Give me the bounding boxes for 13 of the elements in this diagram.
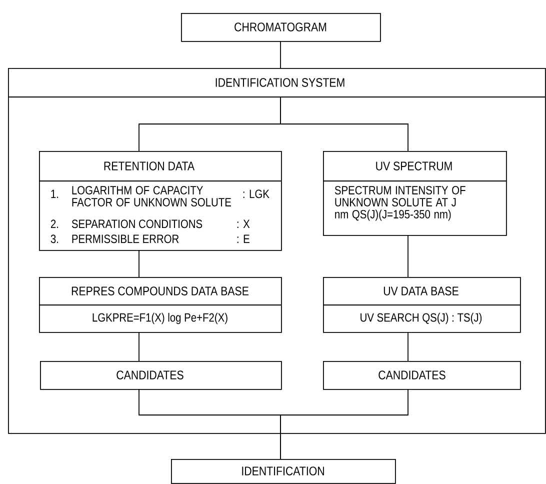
process-box: CANDIDATES [40, 361, 282, 390]
process-box: CHROMATOGRAM [181, 13, 381, 42]
process-box: IDENTIFICATION [171, 459, 396, 484]
connector-line [280, 96, 408, 152]
process-box: UV DATA BASE UV SEARCH QS(J) : TS(J) [322, 277, 521, 333]
connector-line [138, 250, 140, 278]
connector-line [280, 40, 281, 68]
process-box: UV SPECTRUM SPECTRUM INTENSITY OF UNKNOWN SOLUTE AT J nm QS(J)(J=195-350 nm) [322, 151, 507, 236]
process-box: REPRES COMPOUNDS DATA BASE LGKPRE=F1(X) log Pe+F2(X) [38, 277, 282, 333]
connector-line [138, 332, 140, 362]
process-box: CANDIDATES [323, 361, 521, 390]
process-box: RETENTION DATA 1. LOGARITHM OF CAPACITY FACTOR OF UNKNOWN SOLUTE : LGK 2. SEPARATION CONDITIONS : X 3. PERMISSIBLE ERROR : E [38, 151, 282, 251]
connector-line [280, 388, 408, 460]
